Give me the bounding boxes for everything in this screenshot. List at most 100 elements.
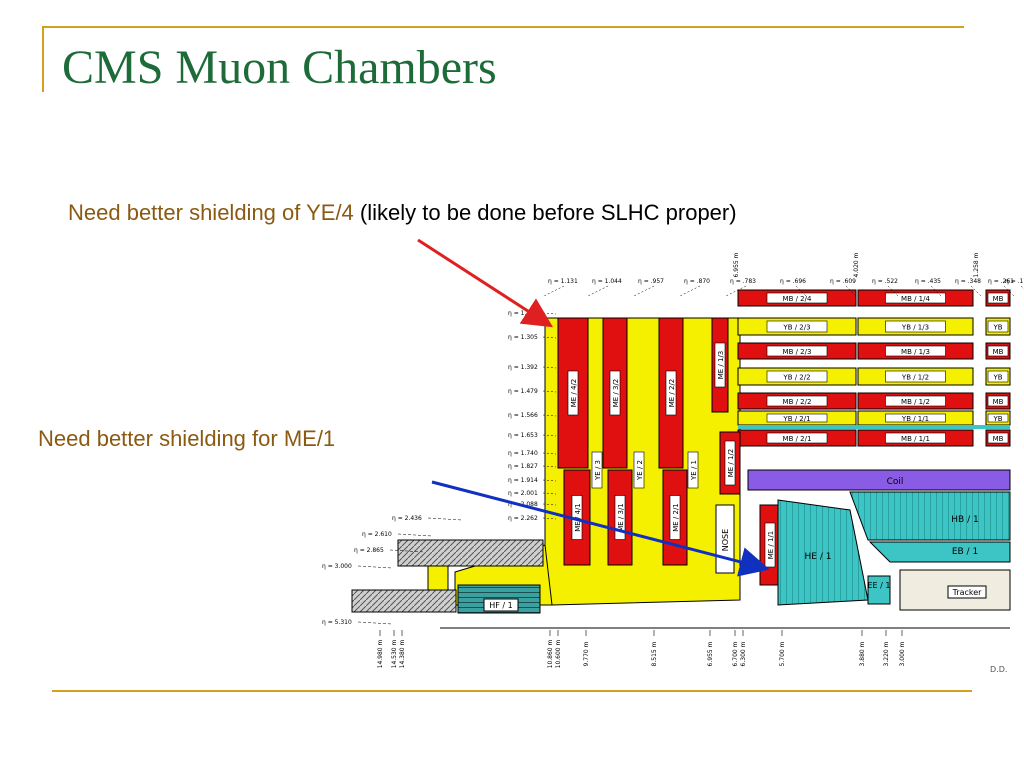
chamber-label-box [766, 292, 828, 304]
eta-line [357, 621, 393, 625]
eta-label: η = 2.610 [362, 531, 392, 538]
chamber-label: ME / 3/2 [612, 379, 620, 408]
eta-label: η = .261 [988, 278, 1014, 285]
hf-label-box [483, 598, 519, 612]
eta-label: η = 1.827 [508, 463, 538, 470]
arrow-to-ye4 [417, 238, 554, 328]
eta-label: η = .435 [915, 278, 941, 285]
bottom-dimension: 3.000 m [899, 641, 906, 666]
chamber-label-box [766, 395, 828, 407]
chamber-label: YB / 2/3 [782, 324, 810, 332]
hf-label: HF / 1 [489, 601, 513, 610]
eta-line [587, 285, 609, 297]
yoke-label: YE / 2 [636, 460, 644, 481]
eta-label: η = 5.310 [322, 619, 352, 626]
tracker-label: Tracker [952, 588, 983, 597]
top-dimension: 4.020 m [853, 252, 860, 277]
chamber-label: ME / 1/1 [767, 531, 775, 560]
chamber-label-box [987, 345, 1009, 357]
barrel-strip [738, 425, 1010, 429]
chamber-label: MB / 2/2 [783, 398, 812, 406]
chamber-label-box [764, 522, 776, 568]
chamber-label: ME / 3/1 [617, 503, 625, 532]
chamber-label-box [987, 292, 1009, 304]
chamber-label-box [665, 370, 677, 416]
bottom-dimension: 5.700 m [779, 641, 786, 666]
eb-label: EB / 1 [952, 547, 978, 557]
chamber-label: MB / 2/1 [783, 435, 812, 443]
bottom-dimension: 8.515 m [651, 641, 658, 666]
eta-label: η = 2.262 [508, 515, 538, 522]
chamber-label-box [987, 395, 1009, 407]
eta-label: η = 1.653 [508, 432, 538, 439]
chamber-label: YB / 2/1 [782, 415, 810, 423]
nose-label: NOSE [721, 529, 730, 551]
eta-label: η = .522 [872, 278, 898, 285]
eta-label: η = 3.000 [322, 563, 352, 570]
note-ye4-paren: (likely to be done before SLHC proper) [359, 200, 737, 225]
ee-region [867, 575, 891, 605]
chamber-label: ME / 1/2 [727, 449, 735, 478]
chamber-label: ME / 1/3 [717, 351, 725, 380]
accent-line-bottom [52, 690, 972, 692]
hb-label: HB / 1 [951, 515, 978, 525]
chamber-label-box [669, 495, 681, 540]
eta-line [543, 285, 565, 297]
eta-label: η = 1.131 [548, 278, 578, 285]
accent-line-vertical [42, 26, 44, 92]
eta-label: η = .696 [780, 278, 806, 285]
top-dimension: 6.955 m [733, 252, 740, 277]
note-ye4-highlight: Need better shielding of YE/4 [68, 200, 354, 225]
eta-line [542, 312, 557, 315]
forward-shield-upper [397, 539, 544, 567]
forward-shield-lower [351, 589, 457, 613]
chamber-label-box [885, 320, 946, 333]
bottom-dimension: 6.300 m [740, 641, 747, 666]
note-me1: Need better shielding for ME/1 [38, 426, 335, 452]
bottom-dimension: 14.380 m [399, 639, 406, 668]
top-dimension: 1.258 m [973, 252, 980, 277]
chamber-label: ME / 4/1 [574, 503, 582, 532]
he-label: HE / 1 [805, 552, 832, 562]
chamber-label-box [724, 440, 736, 486]
chamber-label-box [987, 370, 1009, 383]
chamber-label: ME / 2/2 [668, 379, 676, 408]
chamber-label: MB [993, 435, 1004, 443]
bottom-dimension: 14.530 m [391, 639, 398, 668]
eta-label: η = .783 [730, 278, 756, 285]
bottom-dimension: 9.770 m [583, 641, 590, 666]
tracker-label-box [947, 585, 987, 599]
chamber-label: MB / 2/3 [783, 348, 812, 356]
chamber-label: YB / 1/3 [901, 324, 929, 332]
bottom-dimension: 10.860 m [547, 639, 554, 668]
bottom-dimension: 10.600 m [555, 639, 562, 668]
eta-line [427, 517, 463, 521]
chamber-label: MB [993, 398, 1004, 406]
bottom-dimension: 6.955 m [707, 641, 714, 666]
eta-label: η = 1.305 [508, 334, 538, 341]
chamber-label: MB [993, 295, 1004, 303]
eta-label: η = .348 [955, 278, 981, 285]
eta-label: η = 2.001 [508, 490, 538, 497]
chamber-label-box [714, 342, 726, 388]
chamber-label: YB [992, 374, 1002, 382]
slide-title: CMS Muon Chambers [62, 41, 497, 94]
chamber-label-box [614, 495, 626, 540]
bottom-dimension: 6.700 m [732, 641, 739, 666]
endcap-chamber [607, 469, 633, 566]
eta-line [633, 285, 655, 297]
chamber-label-box [766, 432, 828, 444]
coil-label: Coil [887, 477, 904, 487]
chamber-label-box [885, 432, 946, 444]
eta-label: η = 2.436 [392, 515, 422, 522]
eta-line [389, 549, 425, 553]
chamber-label-box [609, 370, 621, 416]
chamber-label-box [567, 370, 579, 416]
chamber-label-box [987, 432, 1009, 444]
bottom-dimension: 3.220 m [883, 641, 890, 666]
eta-label: η = .870 [684, 278, 710, 285]
chamber-label: YB / 1/2 [901, 374, 929, 382]
eta-label: η = 1.479 [508, 388, 538, 395]
